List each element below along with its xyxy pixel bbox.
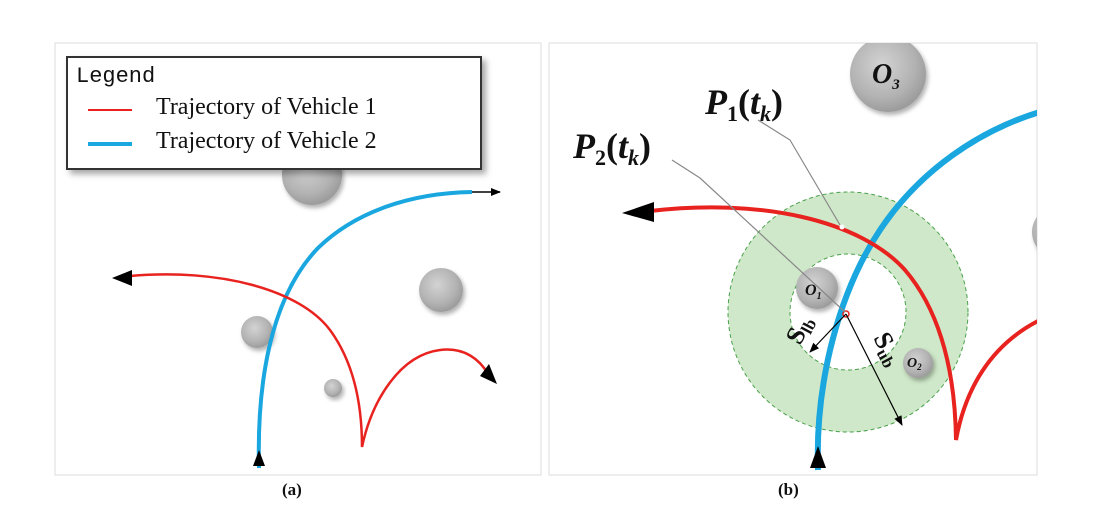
legend-label: Trajectory of Vehicle 1 <box>156 94 377 120</box>
legend: Legend Trajectory of Vehicle 1 Trajector… <box>66 56 482 170</box>
panel-b: O3 O1 O2 P1(tk) P2(tk) Slb Sub <box>548 42 1038 476</box>
legend-label: Trajectory of Vehicle 2 <box>156 128 377 154</box>
vehicle-1-trajectory <box>649 205 1037 441</box>
label-o2: O2 <box>907 356 922 372</box>
obstacle-o2 <box>903 348 933 378</box>
start-arrow <box>810 446 826 468</box>
label-o3: O3 <box>872 59 900 93</box>
p1-marker <box>839 224 845 230</box>
arrow-head <box>480 364 497 384</box>
legend-item-vehicle-1: Trajectory of Vehicle 1 <box>88 94 478 124</box>
vehicle-1-trajectory <box>129 273 490 448</box>
legend-swatch-blue <box>88 142 132 146</box>
leader-line-p2 <box>671 159 846 313</box>
obstacle-circle <box>1032 216 1037 248</box>
s-ub-arrow <box>845 313 903 426</box>
label-p2: P2(tk) <box>572 126 651 170</box>
vehicle-2-trajectory <box>256 190 473 469</box>
arrow-head <box>112 270 132 286</box>
vehicle-2-trajectory <box>814 109 1037 471</box>
obstacle-circle <box>419 268 463 312</box>
obstacle-circle <box>241 316 273 348</box>
legend-swatch-red <box>88 109 132 111</box>
label-p1: P1(tk) <box>704 82 783 126</box>
legend-title: Legend <box>76 64 156 89</box>
label-o1: O1 <box>805 282 822 302</box>
obstacle-o3 <box>850 43 926 112</box>
arrow-head <box>622 202 654 222</box>
obstacle-circle <box>324 379 342 397</box>
s-lb-arrow <box>809 313 847 353</box>
panel-b-caption: (b) <box>778 480 799 499</box>
panel-a-caption: (a) <box>282 480 302 499</box>
leader-line-p1 <box>757 119 841 226</box>
legend-item-vehicle-2: Trajectory of Vehicle 2 <box>88 128 478 158</box>
start-arrow <box>253 450 265 466</box>
obstacle-o1 <box>796 267 838 309</box>
